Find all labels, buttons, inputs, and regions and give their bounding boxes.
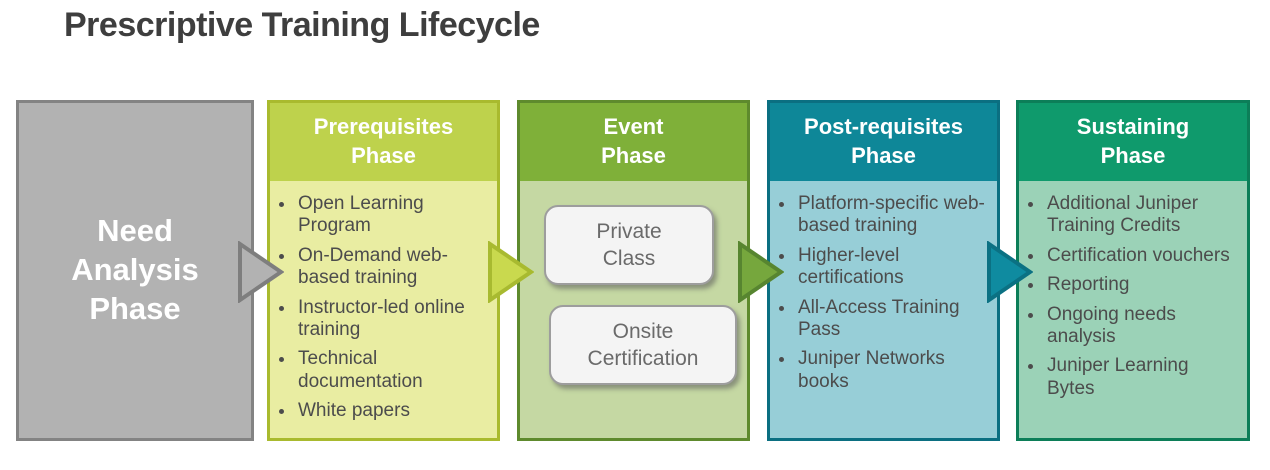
bullet-item: Platform-specific web-based training: [796, 193, 989, 238]
phase-event-header: Event Phase: [520, 103, 747, 181]
phase-need-analysis-label: Need Analysis Phase: [71, 212, 199, 328]
bullet-item: Juniper Networks books: [796, 348, 989, 393]
phase-sustaining: Sustaining Phase Additional Juniper Trai…: [1016, 100, 1250, 441]
bullet-item: Higher-level certifications: [796, 245, 989, 290]
phase-title-line: Need: [97, 213, 173, 249]
bullet-item: Juniper Learning Bytes: [1045, 355, 1239, 400]
prerequisites-bullet-list: Open Learning Program On-Demand web-base…: [270, 181, 497, 423]
post-requisites-bullet-list: Platform-specific web-based training Hig…: [770, 181, 997, 393]
flow-arrow-right-icon: [487, 241, 534, 303]
private-class-card: Private Class: [544, 205, 714, 285]
bullet-item: All-Access Training Pass: [796, 297, 989, 342]
phase-post-requisites: Post-requisites Phase Platform-specific …: [767, 100, 1000, 441]
phase-sustaining-body: Additional Juniper Training Credits Cert…: [1019, 181, 1247, 438]
phase-prerequisites-header: Prerequisites Phase: [270, 103, 497, 181]
phase-title-line: Prerequisites: [313, 114, 454, 140]
bullet-item: Open Learning Program: [296, 193, 489, 238]
card-label-line: Private: [596, 219, 662, 243]
card-label-line: Onsite: [612, 319, 674, 343]
phase-need-analysis: Need Analysis Phase: [16, 100, 254, 441]
bullet-item: Reporting: [1045, 274, 1239, 296]
bullet-item: Additional Juniper Training Credits: [1045, 193, 1239, 238]
phase-prerequisites: Prerequisites Phase Open Learning Progra…: [267, 100, 500, 441]
phase-prerequisites-body: Open Learning Program On-Demand web-base…: [270, 181, 497, 438]
sustaining-bullet-list: Additional Juniper Training Credits Cert…: [1019, 181, 1247, 400]
page-title: Prescriptive Training Lifecycle: [64, 6, 540, 44]
phase-post-requisites-header: Post-requisites Phase: [770, 103, 997, 181]
phase-title-line: Analysis: [71, 252, 199, 288]
phase-title-line: Event: [603, 114, 664, 140]
phase-title-line: Phase: [851, 143, 916, 168]
bullet-item: On-Demand web-based training: [296, 245, 489, 290]
card-label-line: Class: [602, 247, 656, 270]
phase-sustaining-header: Sustaining Phase: [1019, 103, 1247, 181]
phase-event: Event Phase Private Class Onsite Certifi…: [517, 100, 750, 441]
onsite-certification-card: Onsite Certification: [549, 305, 737, 385]
phase-title-line: Phase: [601, 143, 666, 168]
bullet-item: Instructor-led online training: [296, 297, 489, 342]
phase-title-line: Phase: [89, 290, 181, 326]
phase-event-body: Private Class Onsite Certification: [520, 181, 747, 438]
bullet-item: White papers: [296, 400, 489, 422]
bullet-item: Certification vouchers: [1045, 245, 1239, 267]
bullet-item: Ongoing needs analysis: [1045, 304, 1239, 349]
flow-arrow-right-icon: [986, 241, 1033, 303]
flow-arrow-right-icon: [737, 241, 784, 303]
bullet-item: Technical documentation: [296, 348, 489, 393]
flow-arrow-right-icon: [237, 241, 284, 303]
phase-title-line: Sustaining: [1076, 114, 1190, 140]
phase-title-line: Phase: [351, 143, 416, 168]
phase-title-line: Post-requisites: [804, 114, 963, 140]
phase-post-requisites-body: Platform-specific web-based training Hig…: [770, 181, 997, 438]
card-label-line: Certification: [587, 347, 699, 370]
phase-title-line: Phase: [1100, 143, 1166, 168]
